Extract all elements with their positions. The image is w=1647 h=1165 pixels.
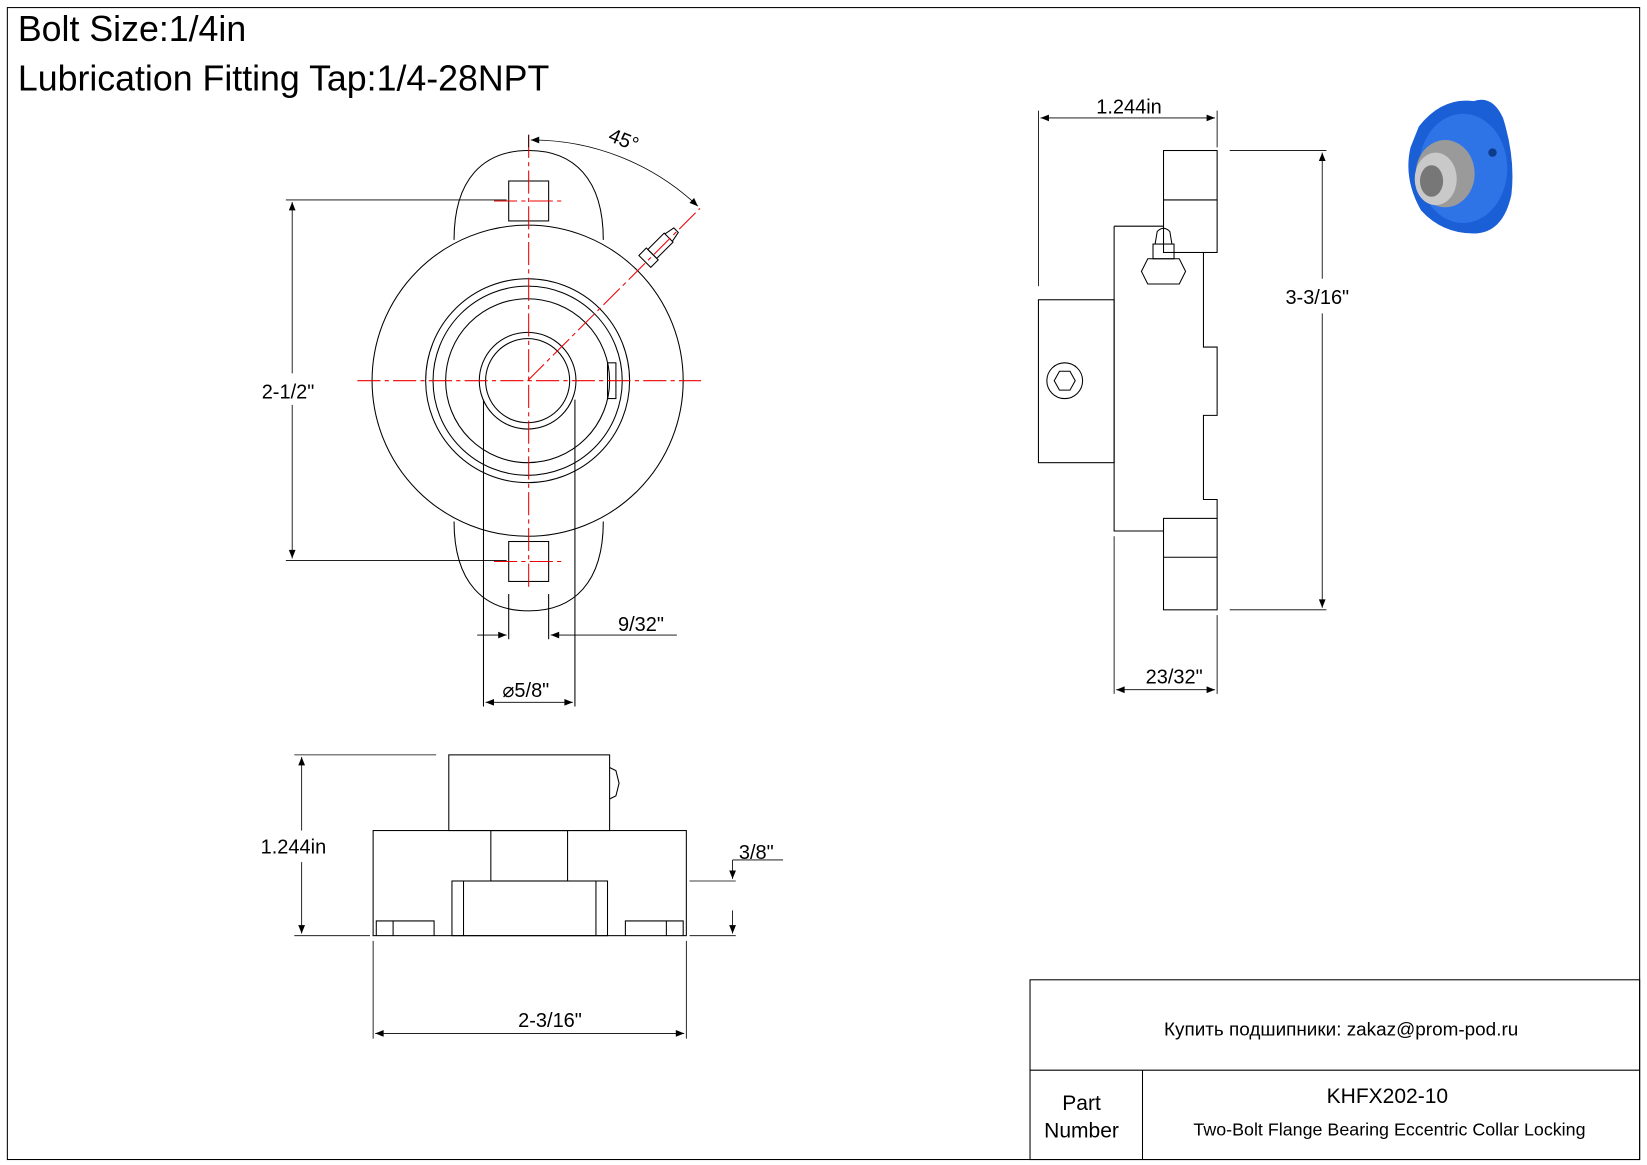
lubrication-label: Lubrication Fitting Tap:1/4-28NPT <box>18 59 549 99</box>
contact-text: Купить подшипники: zakaz@prom-pod.ru <box>1164 1020 1518 1041</box>
dim-length: 3-3/16" <box>1285 287 1349 309</box>
dim-angle: 45° <box>605 125 641 157</box>
grease-fitting <box>638 227 679 269</box>
dim-bore: ⌀5/8" <box>502 680 549 702</box>
grease-fitting-side <box>1140 227 1187 285</box>
dim-width: 2-3/16" <box>518 1010 582 1032</box>
front-view: 2-1/2" 45° 9/32" ⌀5/8" <box>262 125 702 707</box>
dim-side-width: 1.244in <box>1096 97 1162 119</box>
bottom-view: 1.244in 3/8" 2-3/16" <box>261 754 784 1039</box>
drawing-border <box>6 7 1641 1161</box>
part-description: Two-Bolt Flange Bearing Eccentric Collar… <box>1193 1119 1585 1139</box>
dim-flange-thickness: 3/8" <box>739 842 774 864</box>
side-view: 1.244in 3-3/16" 23/32" <box>1037 97 1349 694</box>
dim-offset: 23/32" <box>1146 666 1203 688</box>
dim-slot-width: 9/32" <box>618 614 664 636</box>
part-label-2: Number <box>1044 1119 1119 1142</box>
dim-bolt-spacing: 2-1/2" <box>262 382 315 404</box>
bearing-3d-render <box>1408 99 1513 234</box>
title-block: Купить подшипники: zakaz@prom-pod.ru Par… <box>1029 979 1641 1161</box>
dim-height: 1.244in <box>261 837 327 859</box>
bolt-size-label: Bolt Size:1/4in <box>18 9 246 49</box>
part-label-1: Part <box>1062 1092 1101 1115</box>
part-number: KHFX202-10 <box>1327 1085 1449 1108</box>
